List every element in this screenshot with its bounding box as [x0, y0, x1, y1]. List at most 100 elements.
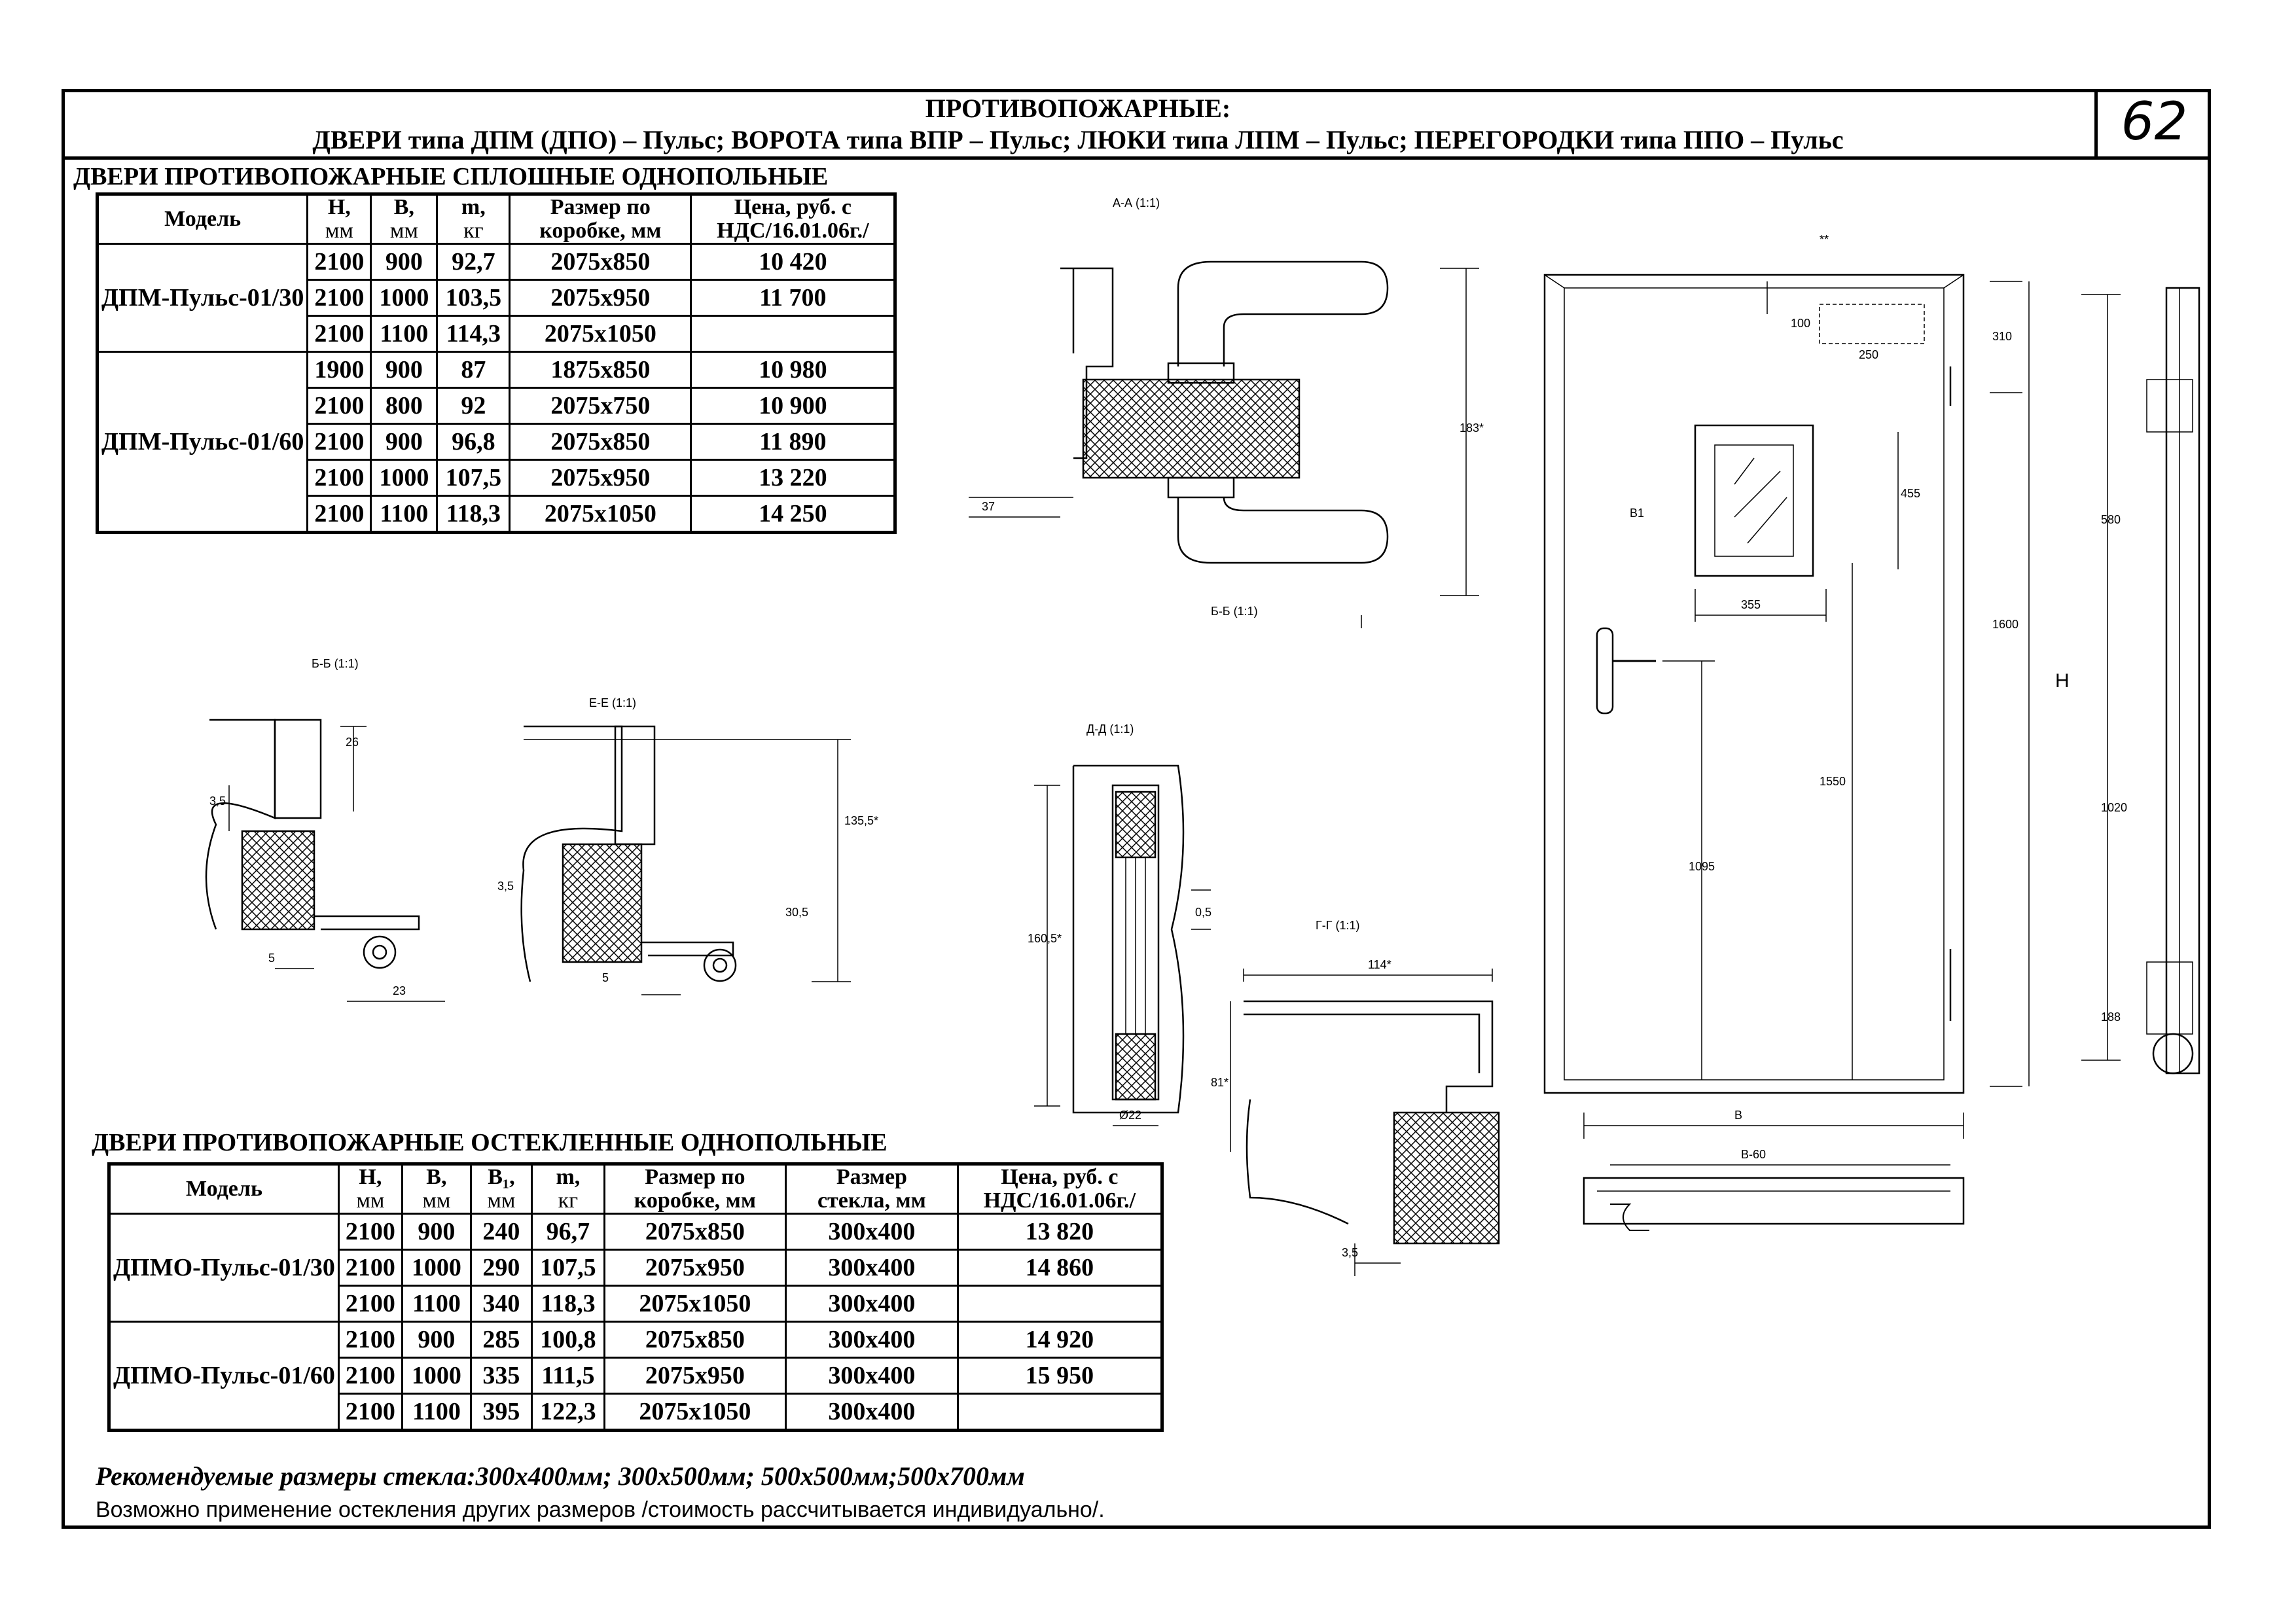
cell: 107,5: [436, 459, 511, 497]
cell: 14 920: [956, 1321, 1163, 1359]
cell: 395: [469, 1393, 533, 1431]
glazed-doors-title: ДВЕРИ ПРОТИВОПОЖАРНЫЕ ОСТЕКЛЕННЫЕ ОДНОПО…: [92, 1129, 888, 1156]
cell: 1100: [401, 1393, 472, 1431]
cell: 111,5: [530, 1357, 605, 1395]
cell: 300x400: [784, 1285, 959, 1323]
cell: 2100: [337, 1357, 403, 1395]
cell: 2075x950: [509, 459, 692, 497]
page-number: 62: [2094, 89, 2211, 160]
cell: 2075x950: [603, 1357, 787, 1395]
dim-23: 23: [393, 984, 406, 997]
cell: 118,3: [436, 495, 511, 533]
dim-1020: 1020: [2101, 801, 2127, 814]
section-bb-drawing: [205, 719, 445, 1002]
cell: 1100: [370, 495, 439, 533]
cell: 2075x950: [603, 1249, 787, 1287]
cell: 300x400: [784, 1321, 959, 1359]
door-side-view: [2081, 287, 2200, 1075]
label-bb-top: Б-Б (1:1): [1211, 605, 1258, 618]
dim-183: 183*: [1460, 421, 1484, 435]
cell: 11 890: [690, 423, 897, 461]
cell: 107,5: [530, 1249, 605, 1287]
table-row: 2100 1000 107,5 2075x950 13 220: [98, 459, 897, 497]
table-row: 2100 1000 103,5 2075x950 11 700: [98, 279, 897, 317]
cell: 2100: [337, 1321, 403, 1359]
dim-37: 37: [982, 500, 995, 513]
cell: 2075x850: [509, 423, 692, 461]
dim-3-5a: 3,5: [209, 794, 226, 808]
cell: 14 860: [956, 1249, 1163, 1287]
model-cell: ДПМ-Пульс-01/30: [96, 243, 309, 353]
col-b1: В₁,мм: [469, 1163, 533, 1215]
table-row: ДПМ-Пульс-01/60 1900 900 87 1875x850 10 …: [96, 351, 897, 533]
cell: 300x400: [784, 1393, 959, 1431]
cell: 1000: [401, 1357, 472, 1395]
dim-100: 100: [1791, 317, 1810, 330]
cell: 335: [469, 1357, 533, 1395]
table-row: 2100 1000 335 111,5 2075x950 300x400 15 …: [109, 1357, 1163, 1395]
cell: 2100: [306, 387, 372, 425]
cell: 92: [436, 387, 511, 425]
dim-1550: 1550: [1820, 775, 1846, 788]
cell: 900: [370, 351, 439, 389]
col-model: Модель: [108, 1163, 340, 1215]
dim-114: 114*: [1368, 958, 1391, 971]
door-bottom-view: [1583, 1113, 1965, 1231]
cell: 103,5: [436, 279, 511, 317]
table-row: 2100 1100 395 122,3 2075x1050 300x400: [109, 1393, 1163, 1431]
dim-81: 81*: [1211, 1076, 1229, 1089]
dim-26: 26: [346, 736, 359, 749]
cell: 1000: [401, 1249, 472, 1287]
cell: 290: [469, 1249, 533, 1287]
dim-3-5c: 3,5: [1342, 1246, 1358, 1259]
dim-160-5: 160,5*: [1028, 932, 1062, 945]
table-row: 2100 900 96,8 2075x850 11 890: [98, 423, 897, 461]
cell: 1100: [370, 315, 439, 353]
cell: 10 420: [690, 243, 897, 281]
cell: 100,8: [530, 1321, 605, 1359]
model-cell: ДПМО-Пульс-01/60: [108, 1321, 340, 1431]
dim-1600: 1600: [1992, 618, 2018, 631]
cell: 96,8: [436, 423, 511, 461]
cell: 2075x850: [603, 1213, 787, 1251]
dim-3-5b: 3,5: [497, 880, 514, 893]
cell: 300x400: [784, 1213, 959, 1251]
cell: 900: [401, 1321, 472, 1359]
dim-5b: 5: [602, 971, 609, 984]
page-frame: [62, 89, 2211, 1529]
cell: 2100: [337, 1249, 403, 1287]
table-row: 2100 1000 290 107,5 2075x950 300x400 14 …: [109, 1249, 1163, 1287]
cell: 122,3: [530, 1393, 605, 1431]
dim-0-5: 0,5: [1195, 906, 1211, 919]
dim-310: 310: [1992, 330, 2012, 343]
dim-455: 455: [1901, 487, 1920, 500]
col-h: Н,мм: [337, 1163, 403, 1215]
cell: 87: [436, 351, 511, 389]
cell: 14 250: [690, 495, 897, 533]
cell: 96,7: [530, 1213, 605, 1251]
cell: 1100: [401, 1285, 472, 1323]
table-row: 2100 1100 340 118,3 2075x1050 300x400: [109, 1285, 1163, 1323]
col-model: Модель: [96, 193, 309, 245]
label-ee: Е-Е (1:1): [589, 696, 636, 709]
dim-580: 580: [2101, 513, 2121, 526]
cell: 15 950: [956, 1357, 1163, 1395]
cell: 2100: [337, 1285, 403, 1323]
cell: 2075x1050: [603, 1393, 787, 1431]
cell: 240: [469, 1213, 533, 1251]
cell: 2075x850: [509, 243, 692, 281]
cell: 13 220: [690, 459, 897, 497]
label-aa: А-А (1:1): [1113, 196, 1160, 209]
dim-b: B: [1734, 1109, 1742, 1122]
dim-135-5: 135,5*: [844, 814, 878, 827]
model-cell: ДПМО-Пульс-01/30: [108, 1213, 340, 1323]
cell: 340: [469, 1285, 533, 1323]
section-dd-drawing: [1034, 764, 1211, 1126]
cell: 2075x750: [509, 387, 692, 425]
